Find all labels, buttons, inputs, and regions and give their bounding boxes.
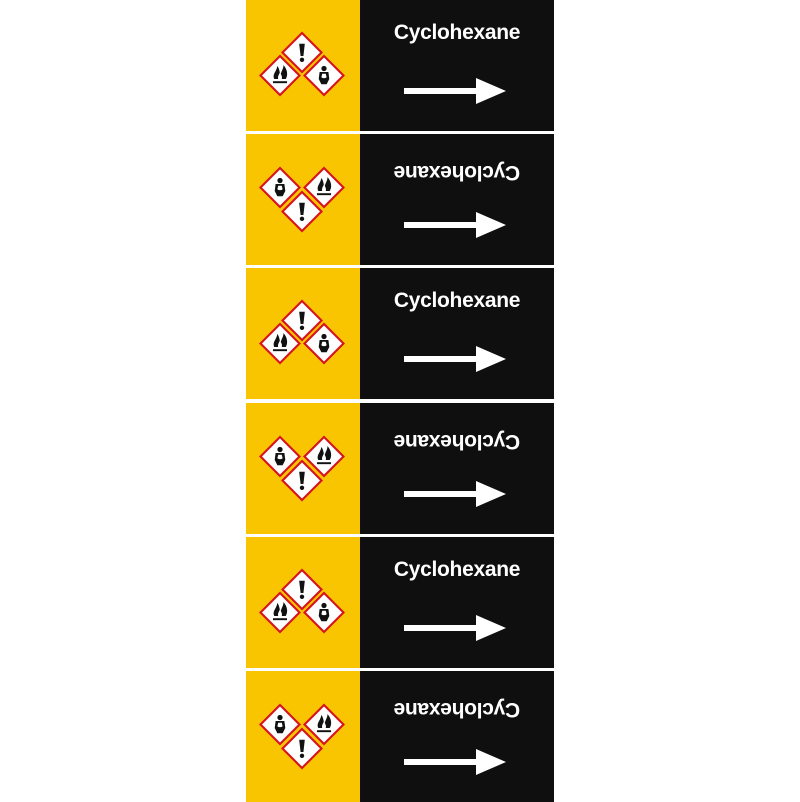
ghs-pictograms (259, 166, 345, 233)
flame-icon (303, 166, 345, 209)
hazard-band (246, 671, 360, 802)
flame-icon (259, 54, 301, 97)
label-divider (246, 667, 554, 671)
ghs-pictograms (259, 435, 345, 502)
medium-band: Cyclohexane (360, 0, 554, 131)
label-divider (246, 533, 554, 537)
pipe-label: Cyclohexane (246, 134, 554, 266)
medium-name: Cyclohexane (393, 557, 521, 581)
label-divider (246, 265, 554, 269)
medium-band: Cyclohexane (360, 268, 554, 400)
health-hazard-icon (259, 435, 301, 478)
ghs-pictograms (259, 299, 345, 365)
pipe-label: Cyclohexane (246, 402, 554, 534)
pipe-label: Cyclohexane (246, 671, 554, 802)
flow-arrow-right-icon (404, 614, 506, 641)
pipe-label: Cyclohexane (246, 536, 554, 668)
medium-band: Cyclohexane (360, 402, 554, 534)
exclamation-mark-icon (281, 299, 323, 342)
exclamation-mark-icon (281, 568, 323, 611)
flow-arrow-right-icon (404, 78, 506, 104)
health-hazard-icon (259, 166, 301, 209)
flame-icon (259, 591, 301, 634)
health-hazard-icon (303, 54, 345, 97)
ghs-pictograms (259, 703, 345, 770)
hazard-band (246, 134, 360, 266)
hazard-band (246, 536, 360, 668)
medium-band: Cyclohexane (360, 536, 554, 668)
ghs-pictograms (259, 31, 345, 97)
flow-arrow-right-icon (404, 346, 506, 373)
hazard-band (246, 402, 360, 534)
flow-arrow-right-icon (404, 480, 506, 507)
health-hazard-icon (259, 703, 301, 746)
pipe-label: Cyclohexane (246, 268, 554, 400)
hazard-band (246, 268, 360, 400)
medium-name: Cyclohexane (393, 289, 521, 313)
hazard-band (246, 0, 360, 131)
medium-band: Cyclohexane (360, 134, 554, 266)
medium-name: Cyclohexane (393, 698, 521, 721)
health-hazard-icon (303, 322, 345, 365)
exclamation-mark-icon (281, 190, 323, 233)
exclamation-mark-icon (281, 31, 323, 74)
flow-arrow-right-icon (404, 212, 506, 239)
medium-name: Cyclohexane (393, 161, 521, 185)
label-divider (246, 399, 554, 403)
flame-icon (303, 435, 345, 478)
medium-name: Cyclohexane (393, 429, 521, 453)
medium-band: Cyclohexane (360, 671, 554, 802)
exclamation-mark-icon (281, 727, 323, 770)
ghs-pictograms (259, 568, 345, 634)
pipe-label: Cyclohexane (246, 0, 554, 131)
label-divider (246, 131, 554, 134)
exclamation-mark-icon (281, 459, 323, 502)
health-hazard-icon (303, 591, 345, 634)
medium-name: Cyclohexane (393, 21, 521, 44)
flow-arrow-right-icon (404, 749, 506, 775)
flame-icon (303, 703, 345, 746)
flame-icon (259, 322, 301, 365)
